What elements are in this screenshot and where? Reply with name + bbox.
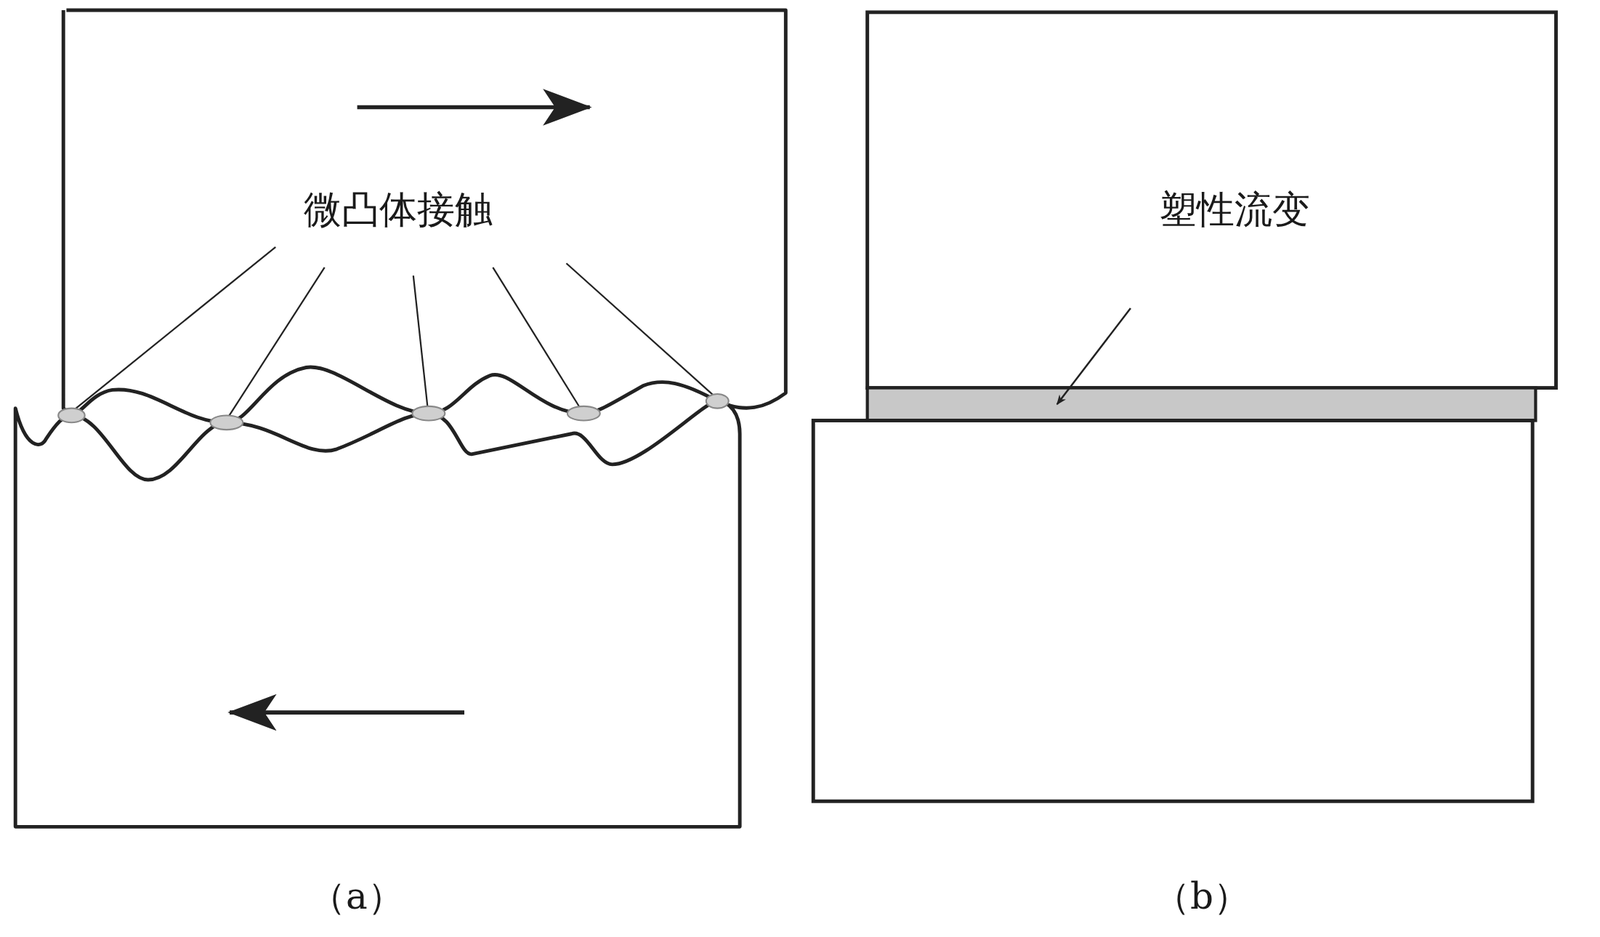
contact-points (58, 393, 729, 430)
leader-arrow (1057, 308, 1131, 404)
callout-label: 微凸体接触 (303, 186, 493, 232)
leader-lines (73, 247, 715, 417)
upper-block (867, 12, 1557, 389)
upper-block (63, 10, 786, 423)
lower-block (15, 401, 740, 827)
lower-block (813, 420, 1533, 802)
panel-a (15, 10, 786, 827)
plastic-flow-layer (867, 388, 1537, 421)
subfigure-label: （b） (1153, 874, 1250, 918)
subfigure-label: （a） (309, 874, 404, 918)
callout-label: 塑性流变 (1158, 186, 1311, 232)
panel-b (813, 12, 1556, 801)
